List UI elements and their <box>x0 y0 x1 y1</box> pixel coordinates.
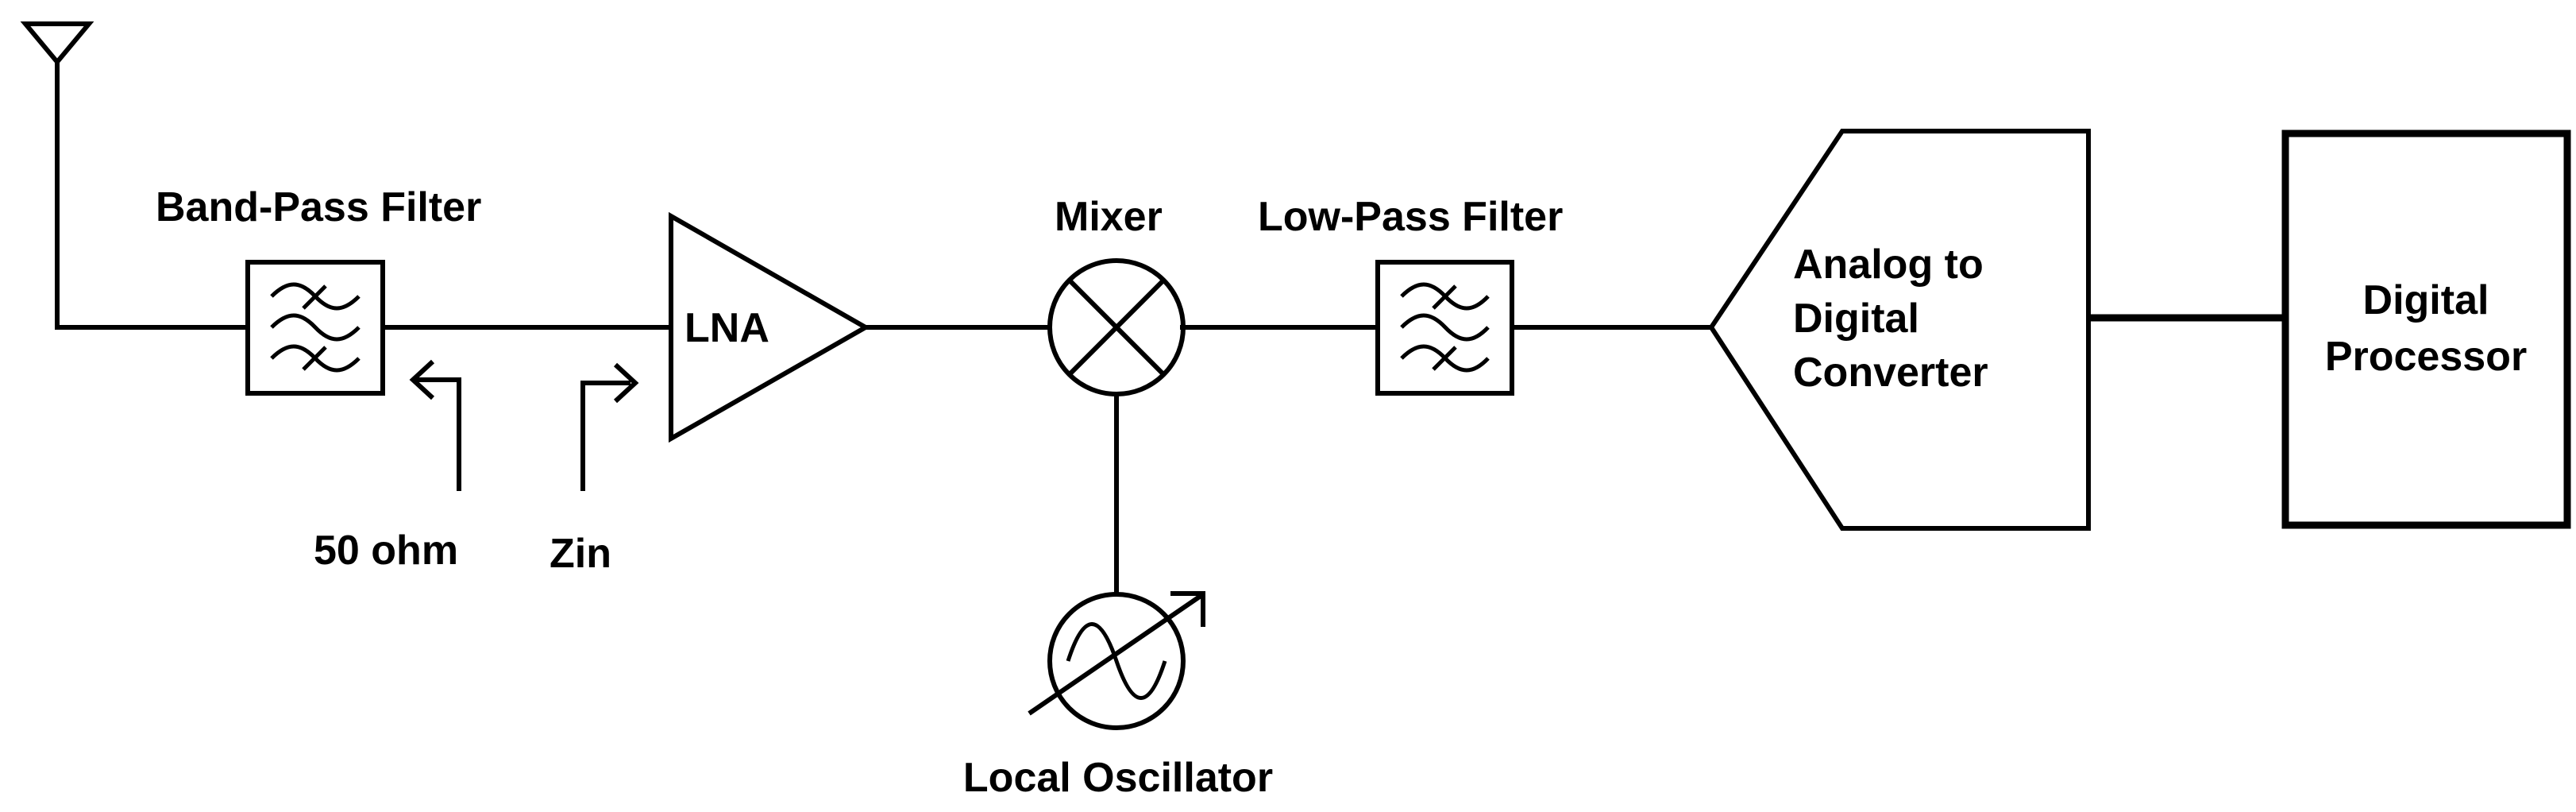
impedance-zin-label: Zin <box>550 531 611 577</box>
antenna-icon <box>20 21 94 327</box>
impedance-50ohm-label: 50 ohm <box>314 528 458 574</box>
digital-processor-block <box>2281 130 2571 529</box>
adc-label-line3: Converter <box>1793 350 1988 396</box>
adc-block <box>1708 129 2091 531</box>
digital-processor-label-line2: Processor <box>2325 334 2527 380</box>
mixer-label: Mixer <box>1055 194 1163 240</box>
adc-label-line1: Analog to <box>1793 242 1984 288</box>
lna-amplifier-icon <box>669 211 871 443</box>
low-pass-filter-block <box>1375 260 1514 396</box>
filter-waves-icon <box>1400 282 1490 373</box>
band-pass-filter-block <box>245 260 385 396</box>
lna-label: LNA <box>684 305 769 351</box>
signal-path <box>55 314 2285 594</box>
local-oscillator-label: Local Oscillator <box>963 755 1273 801</box>
local-oscillator-icon <box>1028 591 1205 730</box>
impedance-arrow-right-icon <box>580 362 639 491</box>
mixer-icon <box>1047 258 1186 396</box>
low-pass-filter-label: Low-Pass Filter <box>1258 194 1563 240</box>
band-pass-filter-label: Band-Pass Filter <box>156 184 481 230</box>
adc-label-line2: Digital <box>1793 296 1919 342</box>
digital-processor-label-line1: Digital <box>2363 277 2489 323</box>
impedance-arrow-left-icon <box>409 359 461 491</box>
filter-waves-icon <box>270 282 361 373</box>
